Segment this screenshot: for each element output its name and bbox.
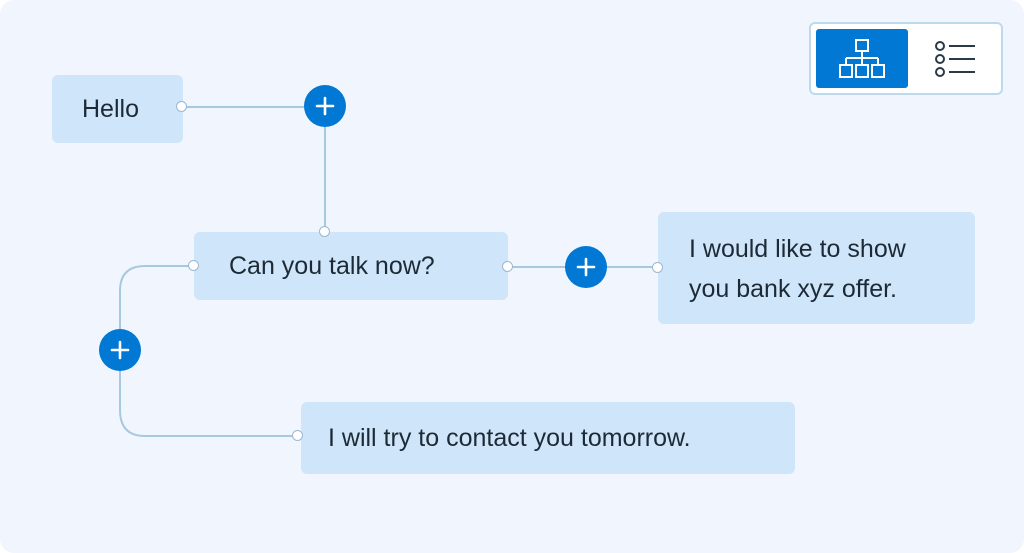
node-offer-line-1: I would like to show [689, 235, 906, 263]
node-hello-text: Hello [82, 95, 139, 123]
node-offer-line-2: you bank xyz offer. [689, 275, 897, 303]
port-offer-in[interactable] [652, 262, 663, 273]
port-talk-out-right[interactable] [502, 261, 513, 272]
tree-diagram-icon [839, 38, 885, 78]
plus-icon [110, 340, 130, 360]
node-can-you-talk-text: Can you talk now? [229, 252, 435, 280]
connector-hello-to-branch [182, 106, 326, 232]
node-contact-tomorrow[interactable]: I will try to contact you tomorrow. [301, 402, 795, 474]
port-talk-in-top[interactable] [319, 226, 330, 237]
tree-view-button[interactable] [816, 29, 908, 88]
add-node-button[interactable] [99, 329, 141, 371]
add-node-button[interactable] [304, 85, 346, 127]
view-toggle [809, 22, 1003, 95]
node-hello[interactable]: Hello [52, 75, 183, 143]
node-can-you-talk[interactable]: Can you talk now? [194, 232, 508, 300]
node-contact-tomorrow-text: I will try to contact you tomorrow. [328, 424, 691, 452]
node-offer[interactable]: I would like to show you bank xyz offer. [658, 212, 975, 324]
add-node-button[interactable] [565, 246, 607, 288]
list-icon [935, 40, 975, 77]
list-view-button[interactable] [910, 29, 1002, 88]
plus-icon [315, 96, 335, 116]
port-later-in[interactable] [292, 430, 303, 441]
port-talk-out-left[interactable] [188, 260, 199, 271]
plus-icon [576, 257, 596, 277]
port-hello-out[interactable] [176, 101, 187, 112]
